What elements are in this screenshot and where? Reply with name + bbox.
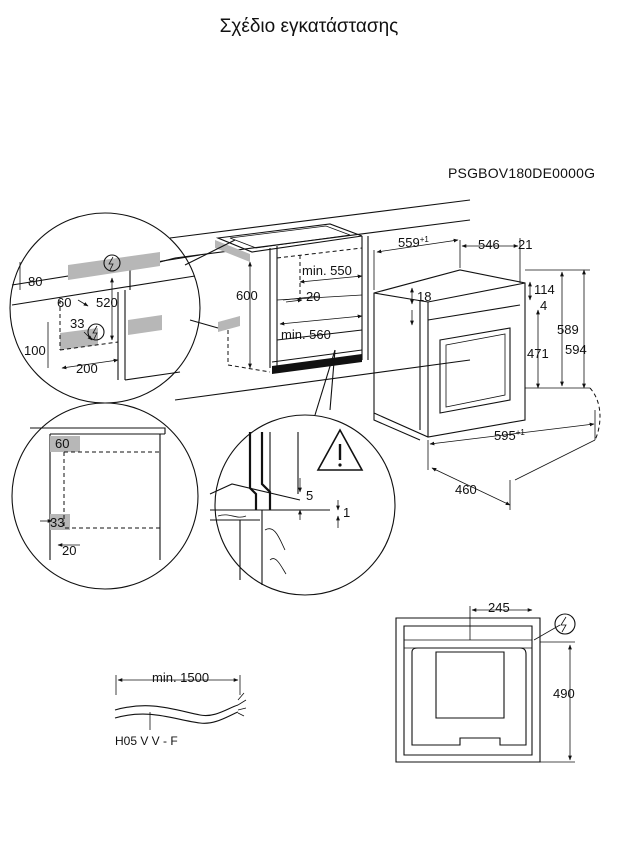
dim-200: 200 — [76, 361, 98, 376]
power-cable: min. 1500 H05 V V - F — [114, 670, 247, 748]
dim-min-width-550: min. 550 — [302, 263, 352, 278]
dim-18: 18 — [417, 289, 431, 304]
dim-589: 589 — [557, 322, 579, 337]
detail-circle-side: 60 33 20 — [11, 402, 199, 590]
electric-hazard-icon — [554, 613, 576, 635]
dim-520: 520 — [96, 295, 118, 310]
electric-hazard-icon — [87, 323, 105, 341]
dim-circ-33: 33 — [50, 515, 64, 530]
dim-594: 594 — [565, 342, 587, 357]
dim-width-595: 595+1 — [494, 428, 525, 443]
model-code: PSGBOV180DE0000G — [448, 165, 596, 181]
dim-detail-5: 5 — [306, 488, 313, 503]
dim-cabinet-height: 600 — [236, 288, 258, 303]
dim-21: 21 — [518, 237, 532, 252]
dim-460: 460 — [455, 482, 477, 497]
dim-depth-546: 546 — [478, 237, 500, 252]
dim-4: 4 — [540, 298, 547, 313]
page-title: Σχέδιο εγκατάστασης — [219, 16, 399, 37]
dim-490: 490 — [553, 686, 575, 701]
dim-80: 80 — [28, 274, 42, 289]
dim-471: 471 — [527, 346, 549, 361]
dim-min-1500: min. 1500 — [152, 670, 209, 685]
dim-100: 100 — [24, 343, 46, 358]
oven-drawing: 559+1 546 21 18 114 4 471 589 594 595+1 … — [373, 235, 601, 510]
detail-circle-mounting: 5 1 — [209, 414, 396, 596]
dim-114: 114 — [534, 282, 555, 297]
dim-60: 60 — [57, 295, 71, 310]
warning-triangle-icon — [316, 428, 364, 471]
dim-circ-20: 20 — [62, 543, 76, 558]
dim-depth-559: 559+1 — [398, 235, 429, 250]
electric-hazard-icon — [103, 254, 121, 272]
dim-min-depth-560: min. 560 — [281, 327, 331, 342]
dim-245: 245 — [488, 600, 510, 615]
oven-back-view: 245 490 — [395, 600, 576, 763]
cabinet-niche: 600 min. 550 20 min. 560 — [129, 199, 471, 416]
dim-gap-20: 20 — [306, 289, 320, 304]
dim-detail-1: 1 — [343, 505, 350, 520]
detail-circle-top-left: 80 60 520 33 100 200 — [9, 212, 201, 404]
dim-33: 33 — [70, 316, 84, 331]
cable-type-label: H05 V V - F — [115, 734, 178, 748]
dim-circ-60: 60 — [55, 436, 69, 451]
